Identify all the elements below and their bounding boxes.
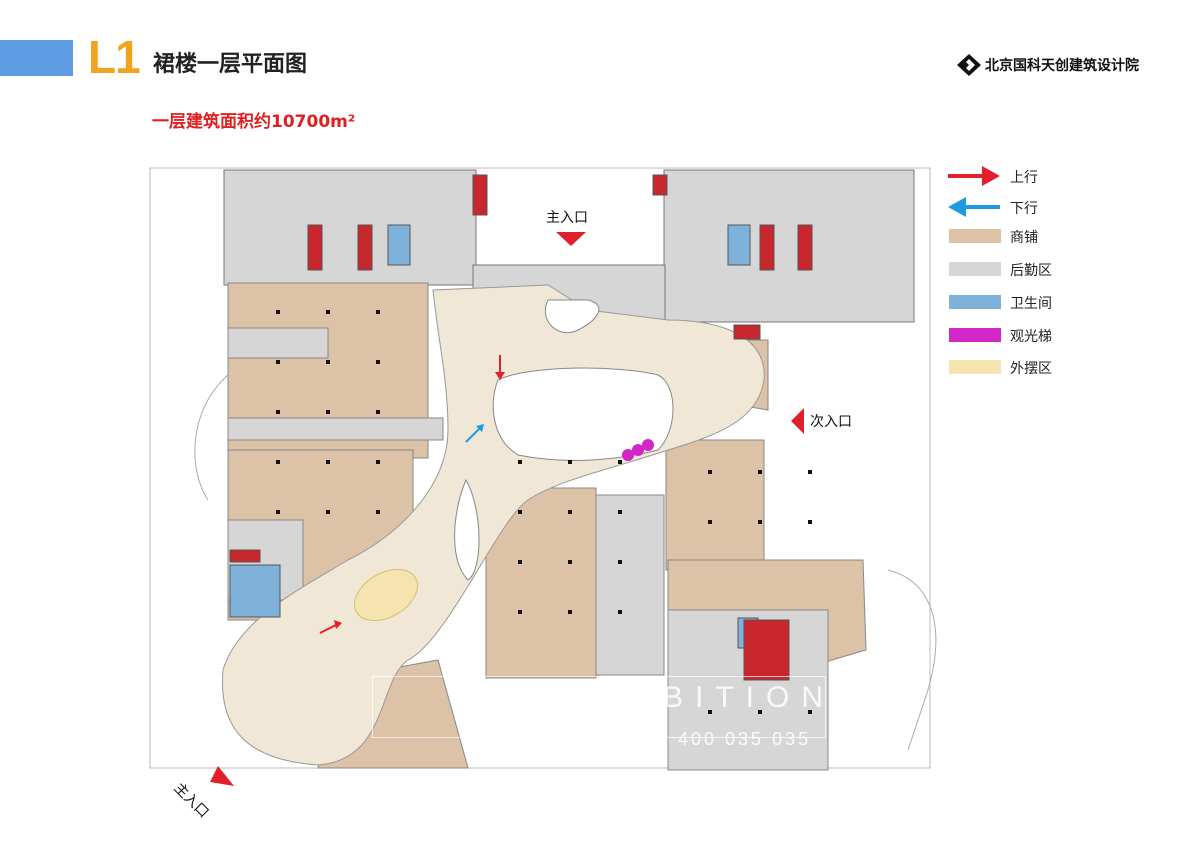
main-entrance-top-marker <box>556 232 586 246</box>
sightseeing-elevator-3 <box>642 439 654 451</box>
outdoor-swatch <box>949 360 1001 374</box>
backofhouse-top-left <box>223 169 477 286</box>
legend-up: 上行 <box>948 163 1038 189</box>
atrium-void <box>492 367 674 461</box>
corridor-left-mid <box>227 417 444 441</box>
floor-level: L1 <box>88 31 141 83</box>
down-arrow-icon <box>948 197 1000 217</box>
floor-area-subtitle: 一层建筑面积约10700m² <box>152 112 356 132</box>
main-entrance-bottom-marker <box>210 766 234 786</box>
page-title: 裙楼一层平面图 <box>153 52 308 77</box>
up-arrow-lower <box>319 620 342 634</box>
corridor-left <box>227 327 329 359</box>
toilet-swatch <box>949 295 1001 309</box>
logo-text: 北京国科天创建筑设计院 <box>985 58 1139 74</box>
main-entrance-top-label: 主入口 <box>546 210 588 226</box>
core-6 <box>652 174 668 196</box>
core-4 <box>797 224 813 271</box>
secondary-entrance-label: 次入口 <box>810 414 852 430</box>
toilet-top-right <box>727 224 751 266</box>
backofhouse-swatch <box>949 262 1001 276</box>
core-5 <box>472 174 488 216</box>
service-center <box>595 494 665 676</box>
shops-right-middle <box>665 439 765 571</box>
curved-wall-left <box>194 374 229 501</box>
down-arrow-atrium <box>465 424 484 443</box>
core-1 <box>307 224 323 271</box>
floor-plan <box>149 167 937 786</box>
sightseeing-elevator-2 <box>632 444 644 456</box>
sightseeing-elevator-1 <box>622 449 634 461</box>
column-grid <box>276 310 812 714</box>
header-accent-bar <box>0 40 73 76</box>
core-3 <box>759 224 775 271</box>
logo: 北京国科天创建筑设计院 <box>957 54 1139 76</box>
toilet-left <box>229 564 281 618</box>
small-void <box>454 478 480 581</box>
core-9 <box>743 619 790 681</box>
logo-icon <box>957 54 981 76</box>
legend-down: 下行 <box>948 194 1038 220</box>
outdoor-seating-zone <box>354 568 418 622</box>
site-outline <box>149 167 931 769</box>
entrance-island <box>544 299 600 334</box>
backofhouse-top-right <box>663 169 915 323</box>
elevator-swatch <box>949 328 1001 342</box>
toilet-top-left <box>387 224 411 266</box>
up-arrow-icon <box>948 166 1000 186</box>
core-2 <box>357 224 373 271</box>
core-7 <box>733 324 761 340</box>
secondary-entrance-marker <box>791 408 804 434</box>
up-arrow-atrium <box>495 355 505 380</box>
shops-swatch <box>949 229 1001 243</box>
curved-wall-right <box>887 569 937 751</box>
core-8 <box>229 549 261 563</box>
